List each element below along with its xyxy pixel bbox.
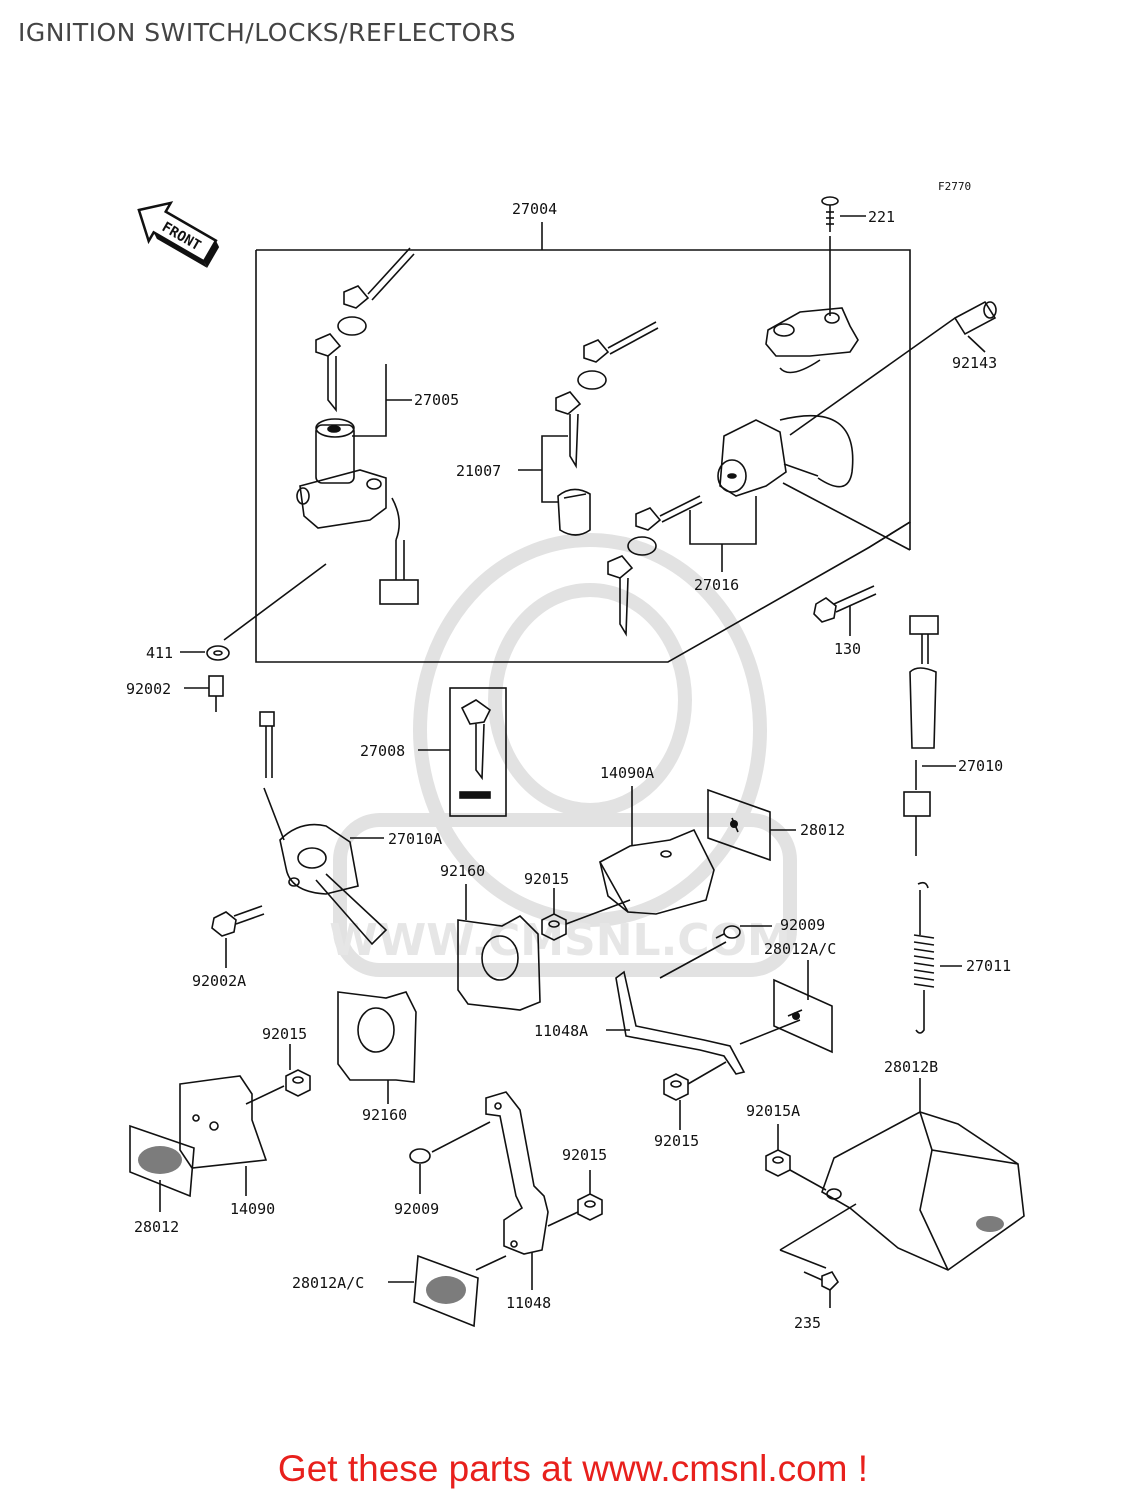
- reflector-lens-pattern: [138, 820, 1004, 1304]
- label-235: 235: [794, 1314, 821, 1332]
- label-21007: 21007: [456, 462, 501, 480]
- watermark-text: WWW.CMSNL.COM: [329, 915, 791, 966]
- reflector-28012-left-icon: [129, 1124, 195, 1212]
- label-221: 221: [868, 208, 895, 226]
- spring-27011-icon: [913, 881, 962, 1034]
- lock-bracket-icon: [765, 307, 859, 374]
- label-92015-left: 92015: [262, 1025, 307, 1043]
- label-92002: 92002: [126, 680, 171, 698]
- label-130: 130: [834, 640, 861, 658]
- gasket-92160-bottom-icon: [337, 991, 417, 1104]
- label-28012-top: 28012: [800, 821, 845, 839]
- nut-92015-left-icon: [245, 1044, 311, 1105]
- page-title: IGNITION SWITCH/LOCKS/REFLECTORS: [18, 18, 517, 47]
- sensor-27010-icon: [903, 615, 956, 856]
- label-92009-top: 92009: [780, 916, 825, 934]
- label-92015A: 92015A: [746, 1102, 800, 1120]
- label-92160-bottom: 92160: [362, 1106, 407, 1124]
- screw-235-icon: [803, 1271, 840, 1308]
- nut-92015-mid-icon: [541, 888, 631, 941]
- nut-92015A-icon: [765, 1124, 827, 1191]
- label-92143: 92143: [952, 354, 997, 372]
- bolt-130-icon: [813, 585, 877, 636]
- label-28012B: 28012B: [884, 1058, 938, 1076]
- ignition-switch-icon: [296, 418, 419, 605]
- reflector-28012B-icon: [779, 1078, 1025, 1271]
- label-92015-bottom: 92015: [562, 1146, 607, 1164]
- label-92015-mid: 92015: [524, 870, 569, 888]
- label-27010A: 27010A: [388, 830, 442, 848]
- label-27011: 27011: [966, 957, 1011, 975]
- gasket-92160-top-icon: [457, 884, 541, 1011]
- label-411: 411: [146, 644, 173, 662]
- screw-221-icon: [821, 196, 866, 316]
- label-92002A: 92002A: [192, 972, 246, 990]
- bracket-14090A-icon: [598, 786, 715, 915]
- nut-92015-right-icon: [663, 1061, 727, 1130]
- lock-cylinder-27016-icon: [717, 414, 854, 497]
- label-27016: 27016: [694, 576, 739, 594]
- label-92160-top: 92160: [440, 862, 485, 880]
- reflector-28012AC-bottom-icon: [388, 1254, 479, 1328]
- key-27005-icon: [315, 247, 415, 413]
- front-arrow-icon: FRONT: [137, 201, 220, 268]
- screw-92009-top-icon: [659, 925, 772, 979]
- key-27016-icon: [607, 495, 703, 637]
- switch-27010A-icon: [259, 711, 388, 946]
- reflector-28012AC-top-icon: [739, 960, 833, 1054]
- label-28012AC-top: 28012A/C: [764, 940, 836, 958]
- label-11048: 11048: [506, 1294, 551, 1312]
- stay-11048-icon: [475, 1091, 549, 1290]
- label-14090: 14090: [230, 1200, 275, 1218]
- label-92009-bottom: 92009: [394, 1200, 439, 1218]
- bolt-92002A-icon: [211, 905, 265, 968]
- label-28012-left: 28012: [134, 1218, 179, 1236]
- key-21007-icon: [555, 321, 659, 536]
- label-92015-right: 92015: [654, 1132, 699, 1150]
- label-27004: 27004: [512, 200, 557, 218]
- cta-link[interactable]: Get these parts at www.cmsnl.com !: [277, 1448, 869, 1489]
- washer-411-icon: [180, 563, 327, 661]
- figure-code: F2770: [938, 180, 971, 193]
- screw-92009-bottom-icon: [409, 1121, 491, 1194]
- bracket-14090-icon: [179, 1075, 268, 1196]
- label-11048A: 11048A: [534, 1022, 588, 1040]
- label-27005: 27005: [414, 391, 459, 409]
- nut-92015-bottom-icon: [547, 1170, 603, 1227]
- key-card-27008-icon: [418, 687, 507, 817]
- stay-11048A-icon: [606, 970, 746, 1075]
- bolt-92002-icon: [184, 675, 224, 712]
- label-28012AC-bottom: 28012A/C: [292, 1274, 364, 1292]
- label-27010: 27010: [958, 757, 1003, 775]
- label-14090A: 14090A: [600, 764, 654, 782]
- label-27008: 27008: [360, 742, 405, 760]
- watermark-logo: [333, 533, 797, 977]
